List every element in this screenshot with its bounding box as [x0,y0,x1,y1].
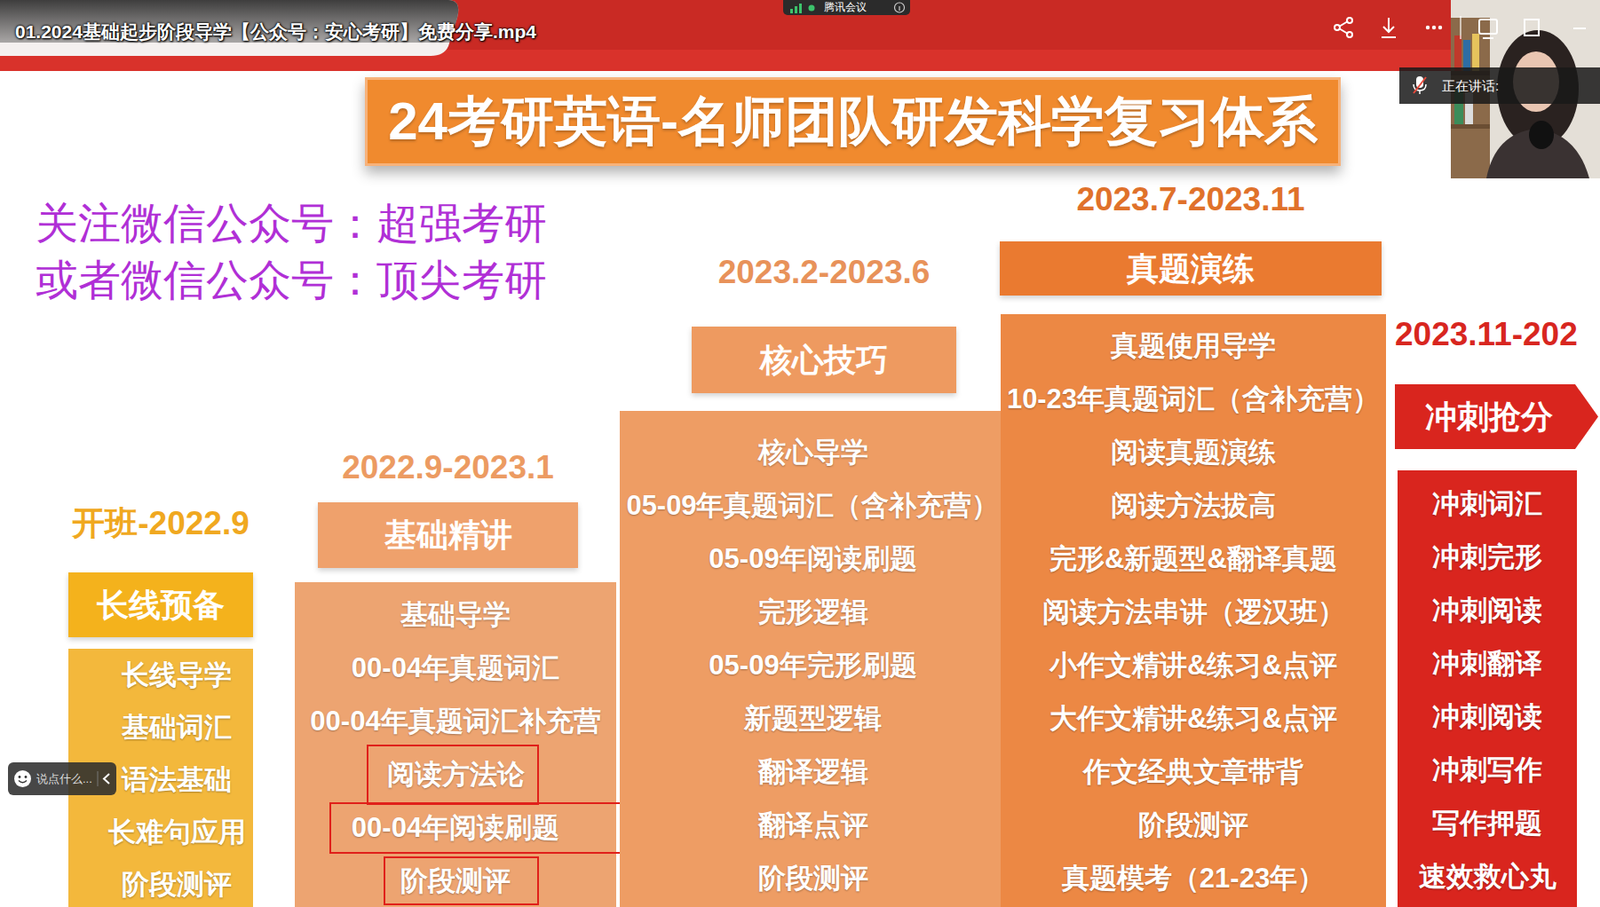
course-item: 冲刺词汇 [1432,477,1543,531]
course-item: 冲刺写作 [1432,744,1543,798]
stage-name: 核心技巧 [691,326,957,394]
stage-name: 长线预备 [68,572,254,638]
app-name: 腾讯会议 [823,0,867,16]
stage-header-box: 开班-2022.9长线预备 [68,572,254,638]
course-item: 基础词汇 [121,701,232,754]
course-item: 阶段测评 [758,852,869,906]
stage-name: 冲刺抢分 [1394,384,1583,450]
player-icons [1322,8,1600,48]
stage-header-box: 2023.2-2023.6核心技巧 [691,326,957,394]
stage-body-box: 真题使用导学10-23年真题词汇（含补充营）阅读真题演练阅读方法拔高完形&新题型… [1000,314,1387,907]
collapse-icon [96,769,115,789]
course-item: 05-09年阅读刷题 [708,532,917,587]
course-item: 冲刺阅读 [1432,690,1543,745]
course-item: 真题使用导学 [1110,319,1276,373]
course-item: 翻译点评 [758,799,869,853]
title-text: 24考研英语-名师团队研发科学复习体系 [388,86,1318,159]
course-item: 基础导学 [400,588,511,642]
stage-body-box: 核心导学05-09年真题词汇（含补充营）05-09年阅读刷题完形逻辑05-09年… [619,411,1006,907]
course-item: 10-23年真题词汇（含补充营） [1006,372,1380,427]
video-filename: 01.2024基础起步阶段导学【公众号：安心考研】免费分享.mp4 [15,16,537,48]
course-item: 冲刺阅读 [1432,584,1543,638]
course-item: 完形&新题型&翻译真题 [1049,532,1338,587]
stage-name: 真题演练 [999,241,1382,296]
title-banner: 24考研英语-名师团队研发科学复习体系 [364,77,1341,167]
stage-body-box: 基础导学00-04年真题词汇00-04年真题词汇补充营阅读方法论00-04年阅读… [294,582,617,907]
course-item: 00-04年真题词汇 [351,641,560,696]
watermark-text: 或者微信公众号：顶尖考研 [35,253,547,308]
emoji-icon [13,769,32,789]
annotation-marks [294,582,634,907]
course-item: 阶段测评 [1138,799,1249,853]
course-item: 阶段测评 [121,858,232,907]
course-item: 00-04年真题词汇补充营 [309,695,601,749]
course-item: 语法基础 [121,753,232,807]
meeting-tab: 腾讯会议 [783,0,911,16]
course-item: 速效救心丸 [1418,850,1557,904]
chat-input: 说点什么... [7,762,117,796]
course-item: 00-04年阅读刷题 [351,801,560,856]
stage-header-box: 2022.9-2023.1基础精讲 [317,502,579,569]
arrow-fill [1394,384,1599,450]
stage-header-box: 2023.7-2023.11真题演练 [999,241,1382,296]
course-item: 阅读方法串讲（逻汉班） [1042,586,1346,640]
course-item: 阶段测评 [400,855,511,907]
chat-placeholder: 说点什么... [36,762,93,796]
speaking-badge: 正在讲话: [1399,67,1600,104]
course-item: 完形逻辑 [758,586,869,640]
watermark-text: 关注微信公众号：超强考研 [35,197,547,251]
stage-body-box: 冲刺词汇冲刺完形冲刺阅读冲刺翻译冲刺阅读冲刺写作写作押题速效救心丸 [1397,470,1577,907]
speaking-label: 正在讲话: [1441,67,1499,104]
course-item: 05-09年完形刷题 [708,639,917,693]
mic-icon [1411,75,1428,96]
course-item: 冲刺翻译 [1432,637,1543,691]
course-item: 小作文精讲&练习&点评 [1049,639,1338,693]
course-item: 05-09年真题词汇（含补充营） [625,479,999,533]
signal-icon [790,1,817,14]
course-item: 长难句应用 [108,806,246,859]
stage-date: 2023.11-202 [1394,313,1578,357]
stage-date: 2023.7-2023.11 [866,178,1515,222]
course-item: 翻译逻辑 [758,745,869,800]
info-icon [893,1,906,14]
highlight-box [367,745,539,805]
stage-name: 基础精讲 [317,502,579,569]
course-item: 阅读方法论 [387,748,525,802]
course-item: 长线导学 [121,649,232,702]
arrow-header-box: 2023.11-202冲刺抢分 [1394,384,1600,450]
course-item: 核心导学 [758,426,869,480]
course-item: 真题模考（21-23年） [1061,852,1325,906]
course-item: 新题型逻辑 [744,692,882,746]
course-item: 阅读真题演练 [1110,426,1276,480]
watermark-block: 关注微信公众号：超强考研或者微信公众号：顶尖考研 [35,197,604,313]
course-item: 冲刺完形 [1432,530,1543,585]
course-item: 阅读方法拔高 [1110,479,1276,533]
course-item: 作文经典文章带背 [1083,745,1304,800]
course-item: 写作押题 [1432,797,1543,851]
course-item: 大作文精讲&练习&点评 [1049,692,1338,746]
